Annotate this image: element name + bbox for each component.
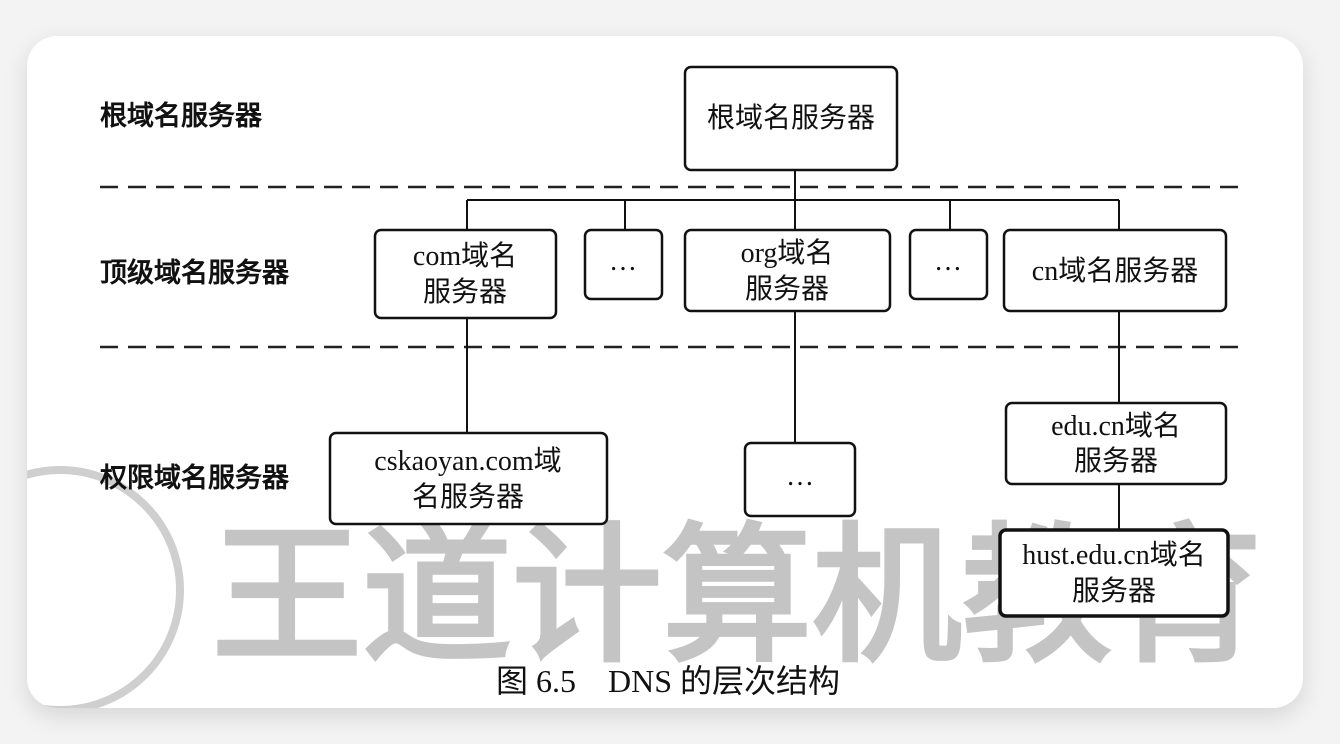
figure-caption: 图 6.5 DNS 的层次结构 <box>496 663 840 699</box>
connectors <box>466 170 1120 530</box>
svg-text:根域名服务器: 根域名服务器 <box>707 102 875 134</box>
svg-text:…: … <box>934 246 962 277</box>
svg-text:com域名: com域名 <box>413 240 517 272</box>
level-label-root: 根域名服务器 <box>100 100 263 131</box>
node-com-server: com域名 服务器 <box>373 228 558 320</box>
svg-text:…: … <box>786 461 814 492</box>
svg-text:服务器: 服务器 <box>1074 445 1158 477</box>
node-cn-server: cn域名服务器 <box>1002 228 1228 313</box>
svg-text:hust.edu.cn域名: hust.edu.cn域名 <box>1022 539 1206 571</box>
svg-text:org域名: org域名 <box>741 237 834 269</box>
watermark-seal <box>27 466 184 708</box>
node-hust-server: hust.edu.cn域名 服务器 <box>998 528 1230 618</box>
svg-text:edu.cn域名: edu.cn域名 <box>1051 410 1181 442</box>
diagram-card: 王道计算机教育 根域名服务器 顶级域名服务器 权限域名服务器 根域名服务器 co… <box>27 36 1303 708</box>
node-ellipsis: … <box>743 441 857 518</box>
svg-text:服务器: 服务器 <box>745 273 829 305</box>
node-cskaoyan-server: cskaoyan.com域 名服务器 <box>328 431 609 526</box>
level-label-tld: 顶级域名服务器 <box>100 257 290 288</box>
svg-text:服务器: 服务器 <box>1072 575 1156 607</box>
svg-text:cskaoyan.com域: cskaoyan.com域 <box>374 445 561 477</box>
node-org-server: org域名 服务器 <box>683 228 892 313</box>
svg-text:cn域名服务器: cn域名服务器 <box>1032 255 1198 287</box>
dns-hierarchy-diagram: 王道计算机教育 根域名服务器 顶级域名服务器 权限域名服务器 根域名服务器 co… <box>27 65 1262 708</box>
node-ellipsis: … <box>583 228 664 301</box>
node-root-server: 根域名服务器 <box>683 65 899 172</box>
node-edu-cn-server: edu.cn域名 服务器 <box>1004 401 1228 486</box>
node-ellipsis: … <box>908 228 989 301</box>
svg-text:名服务器: 名服务器 <box>412 481 524 513</box>
svg-text:服务器: 服务器 <box>423 276 507 308</box>
level-label-authoritative: 权限域名服务器 <box>99 462 290 493</box>
svg-text:…: … <box>609 246 637 277</box>
